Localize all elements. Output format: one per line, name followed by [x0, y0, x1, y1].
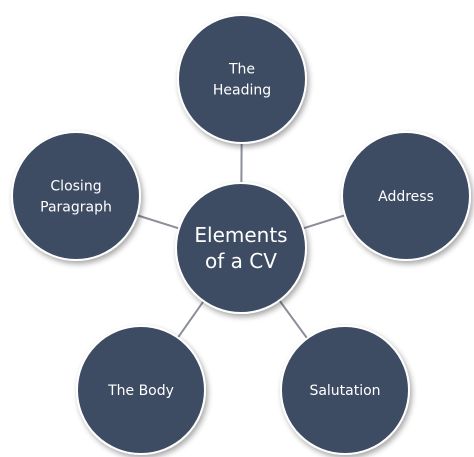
node-closing-circle [11, 131, 141, 261]
node-address-label-line-1: Address [378, 189, 434, 205]
node-closing-label-line-2: Paragraph [40, 200, 112, 216]
connector-address [302, 214, 346, 230]
node-heading-label-line-2: Heading [213, 83, 271, 99]
node-salutation-circle [280, 325, 410, 455]
node-salutation: Salutation [280, 325, 410, 455]
center-node-label-line-2: of a CV [205, 249, 277, 273]
connector-closing [136, 214, 180, 230]
center-node-label-line-1: Elements [194, 223, 287, 247]
node-body: The Body [76, 325, 206, 455]
node-heading-circle [177, 14, 307, 144]
connector-lines [136, 142, 346, 339]
node-salutation-label-line-1: Salutation [309, 383, 380, 399]
center-node-circle [175, 182, 307, 314]
node-body-circle [76, 325, 206, 455]
connector-salutation [278, 299, 308, 339]
node-address: Address [341, 131, 471, 261]
node-closing-label-line-1: Closing [50, 179, 101, 195]
connector-body [177, 300, 205, 339]
node-address-circle [341, 131, 471, 261]
node-body-label-line-1: The Body [107, 383, 174, 399]
node-heading-label-line-1: The [228, 62, 255, 78]
